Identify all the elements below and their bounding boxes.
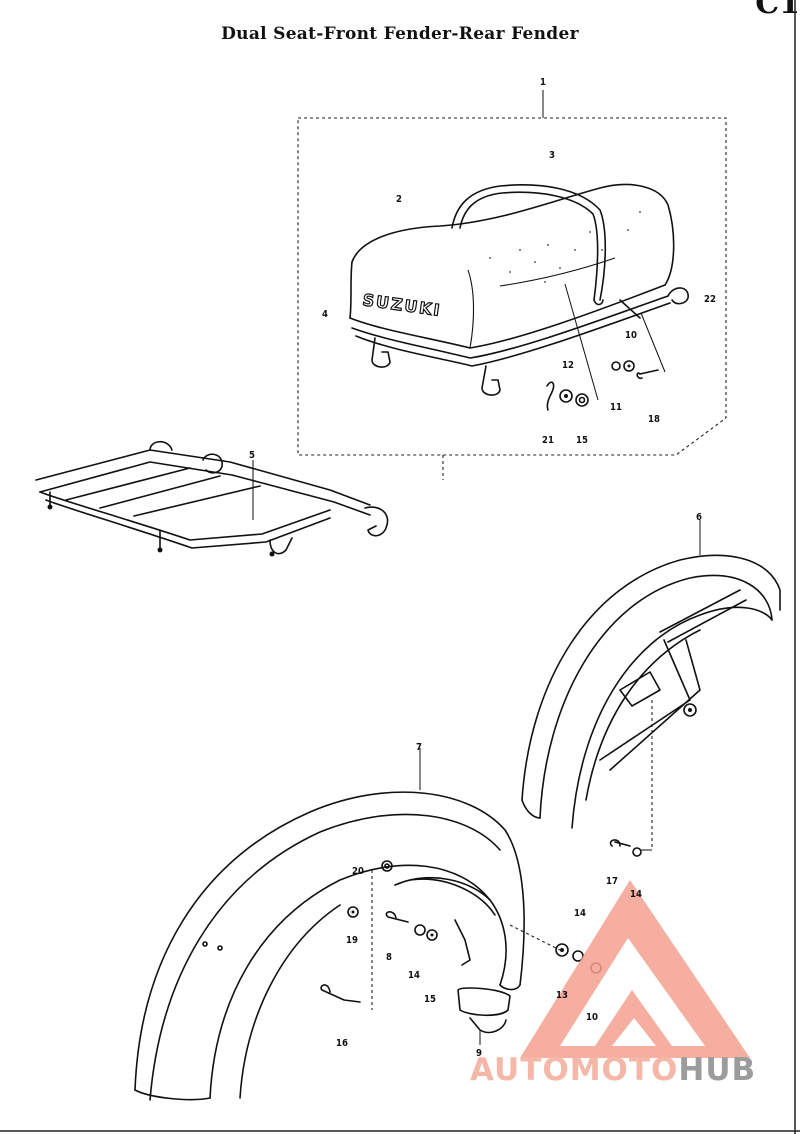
- watermark-text: AUTOMOTOHUB: [470, 1052, 756, 1088]
- callout-20: 20: [352, 866, 364, 877]
- callout-17: 17: [606, 876, 618, 887]
- callout-7: 7: [416, 742, 422, 753]
- callout-9: 9: [476, 1048, 482, 1059]
- watermark-part1: AUTOMOTO: [470, 1052, 679, 1088]
- front-fender: [521, 520, 781, 857]
- seat-hardware: [546, 283, 689, 411]
- luggage-carrier: [35, 440, 389, 557]
- callout-14b: 14: [574, 908, 586, 919]
- callout-14a: 14: [630, 889, 642, 900]
- callout-15c: 13: [556, 990, 568, 1001]
- callout-13: 10: [586, 1012, 598, 1023]
- callout-19: 19: [346, 935, 358, 946]
- callout-2: 2: [396, 194, 402, 205]
- callout-18: 18: [648, 414, 660, 425]
- seat-group-outline: [297, 90, 727, 480]
- callout-15a: 15: [576, 435, 588, 446]
- corner-mark: C1: [755, 0, 800, 21]
- callout-4: 4: [322, 309, 328, 320]
- watermark-part2: HUB: [678, 1052, 757, 1088]
- callout-22: 22: [704, 294, 716, 305]
- callout-1: 1: [540, 77, 546, 88]
- callout-8: 8: [386, 952, 392, 963]
- callout-21: 21: [542, 435, 554, 446]
- diagram-title: Dual Seat-Front Fender-Rear Fender: [221, 24, 579, 44]
- callout-3: 3: [549, 150, 555, 161]
- callout-12: 12: [562, 360, 574, 371]
- rear-fender: [134, 748, 602, 1101]
- watermark-logo: [520, 880, 750, 1058]
- seat-logo: SUZUKI: [361, 290, 442, 320]
- callout-10a: 10: [625, 330, 637, 341]
- callout-11: 11: [610, 402, 622, 413]
- callout-15b: 15: [424, 994, 436, 1005]
- callout-6: 6: [696, 512, 702, 523]
- dual-seat: [349, 183, 675, 396]
- callout-5: 5: [249, 450, 255, 461]
- seat-grab-strap: [451, 184, 607, 306]
- callout-16: 16: [336, 1038, 348, 1049]
- plate-bracket: [457, 987, 511, 1045]
- callout-14c: 14: [408, 970, 420, 981]
